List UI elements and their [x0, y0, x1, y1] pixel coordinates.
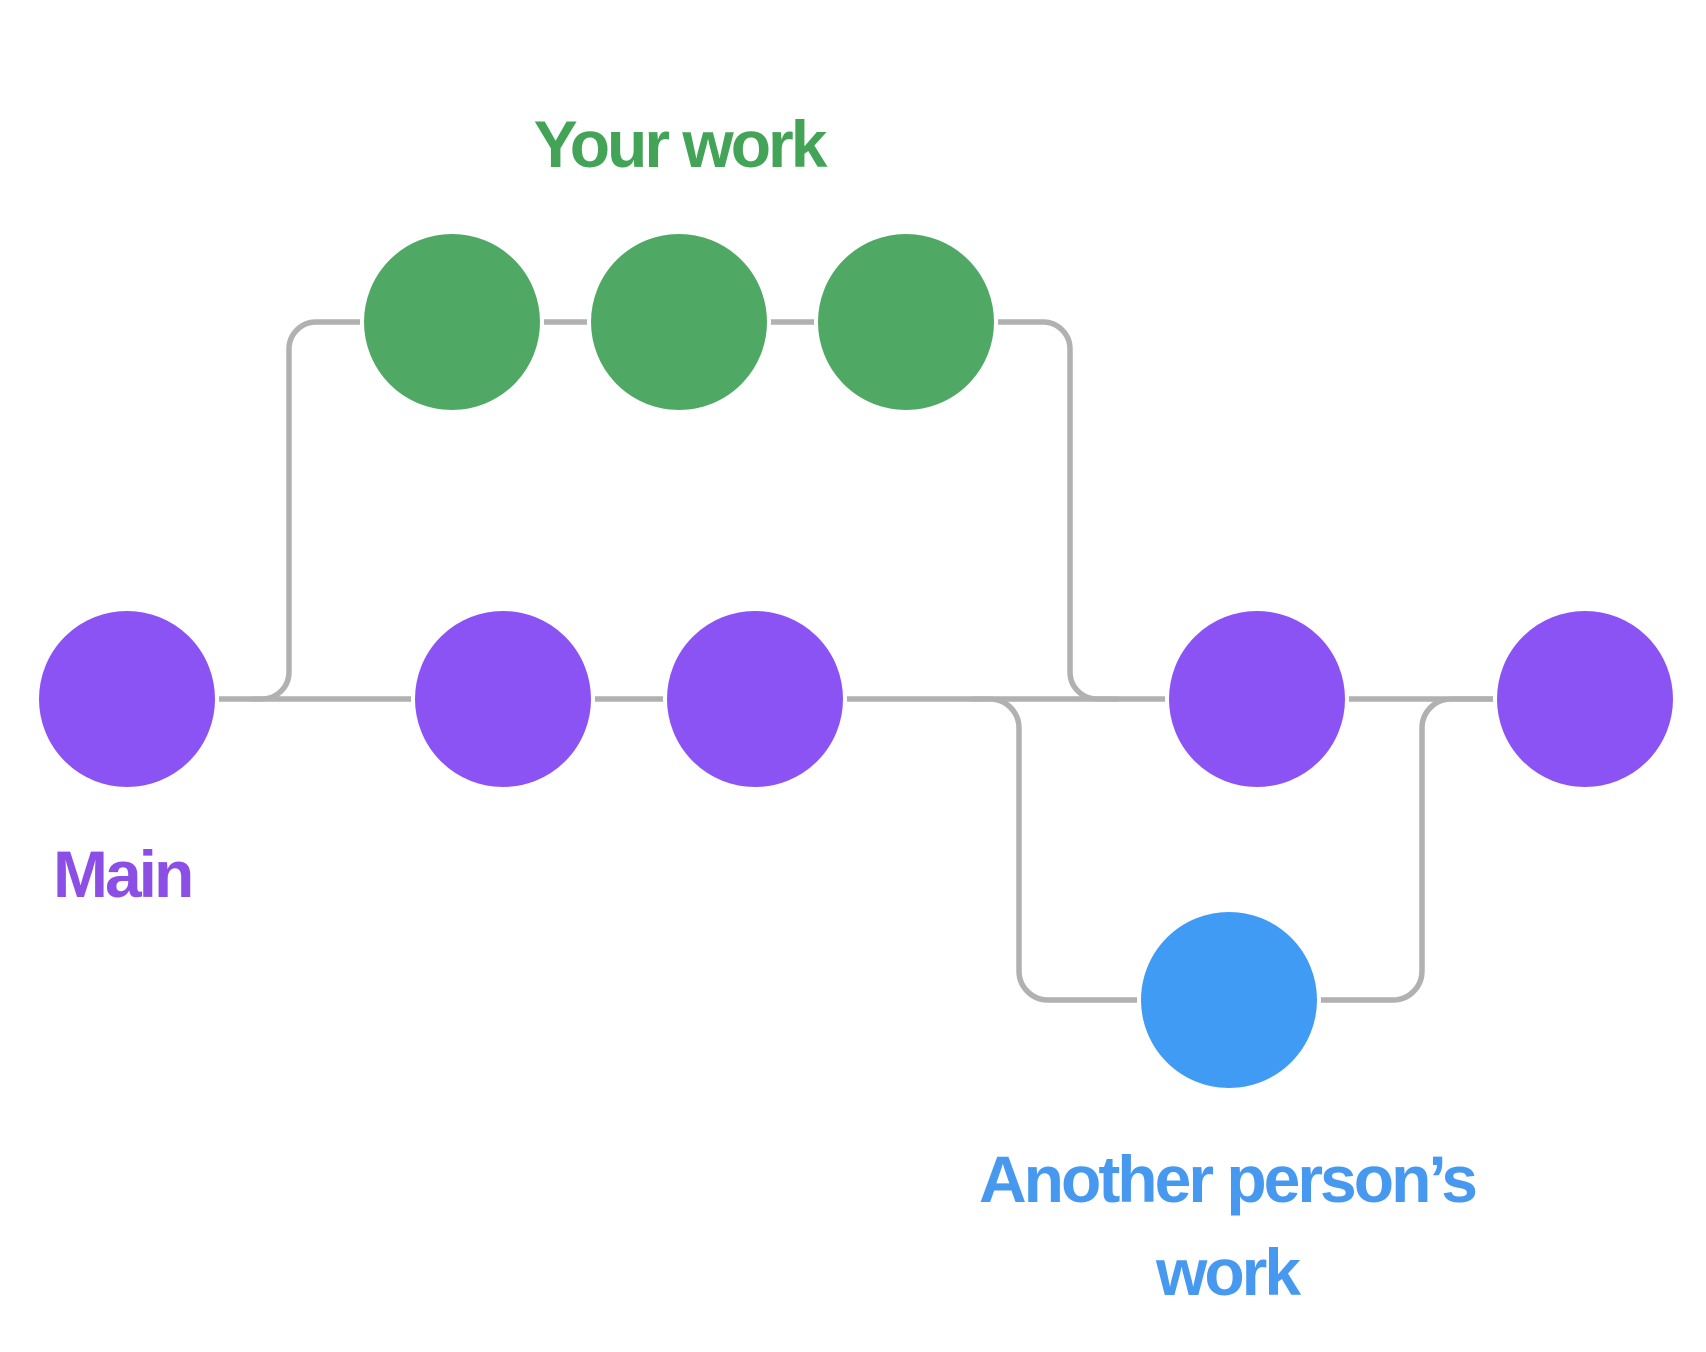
commit-node-main-4 [1165, 607, 1349, 791]
commit-node-main-3 [663, 607, 847, 791]
commit-node-your-work-2 [587, 230, 771, 414]
commit-node-your-work-3 [814, 230, 998, 414]
another-person-label-line-1: Another person’s [979, 1142, 1478, 1216]
main-label: Main [53, 837, 194, 911]
your-work-label: Your work [533, 107, 828, 181]
commit-node-main-1 [35, 607, 219, 791]
commit-node-main-5 [1493, 607, 1677, 791]
commit-node-main-2 [411, 607, 595, 791]
commit-node-another-person-1 [1137, 908, 1321, 1092]
another-person-label: Another person’s work [979, 1133, 1478, 1319]
commit-node-your-work-1 [360, 230, 544, 414]
another-person-label-line-2: work [1155, 1235, 1301, 1310]
